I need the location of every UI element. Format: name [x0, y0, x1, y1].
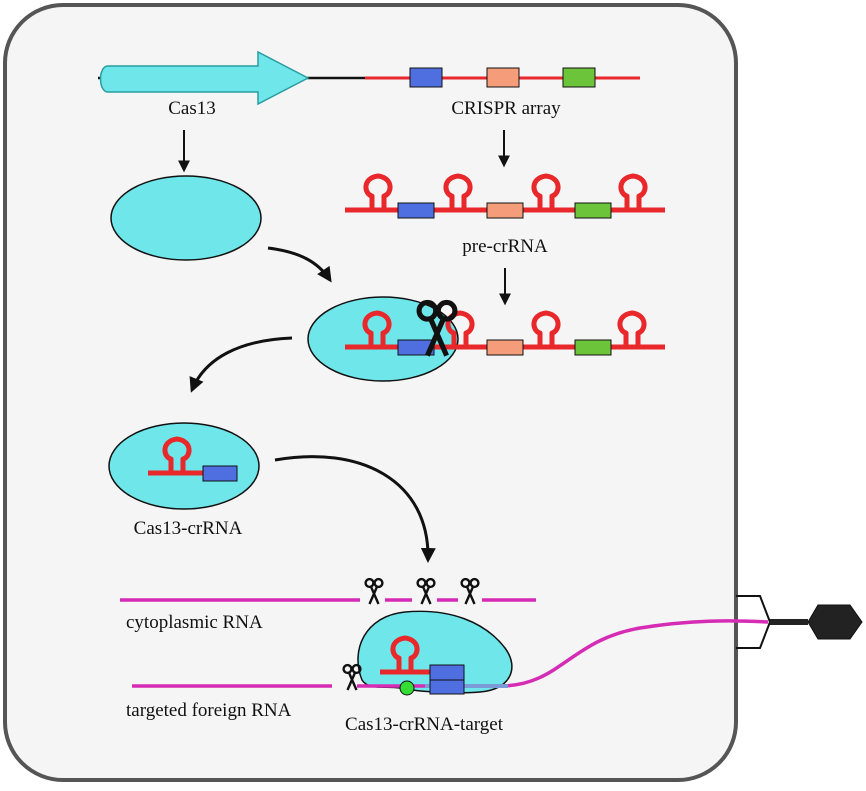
label-crispr-array: CRISPR array — [451, 98, 561, 119]
spacer-green — [562, 67, 596, 88]
label-targeted-foreign-rna: targeted foreign RNA — [126, 700, 292, 721]
spacer-blue — [409, 67, 443, 88]
gene-locus — [98, 50, 640, 106]
arrow-icon — [274, 455, 436, 563]
cas13-protein — [110, 175, 262, 261]
cas13-gene-arrow — [99, 50, 310, 106]
arrow-icon — [267, 246, 332, 283]
pre-crrna — [345, 176, 665, 219]
arrow-icon — [189, 336, 293, 393]
crrna-in-target-complex — [380, 638, 465, 695]
label-cas13-crrna-target: Cas13-crRNA-target — [345, 714, 504, 735]
spacer-salmon — [486, 67, 520, 88]
pre-crrna-processing — [345, 313, 665, 356]
label-cas13: Cas13 — [168, 98, 216, 119]
bacteriophage-icon — [736, 595, 863, 649]
label-pre-crrna: pre-crRNA — [462, 236, 548, 257]
target-green-dot — [399, 680, 415, 696]
label-cas13-crrna: Cas13-crRNA — [134, 518, 243, 539]
mature-crrna — [148, 439, 238, 482]
label-cytoplasmic-rna: cytoplasmic RNA — [126, 612, 263, 633]
